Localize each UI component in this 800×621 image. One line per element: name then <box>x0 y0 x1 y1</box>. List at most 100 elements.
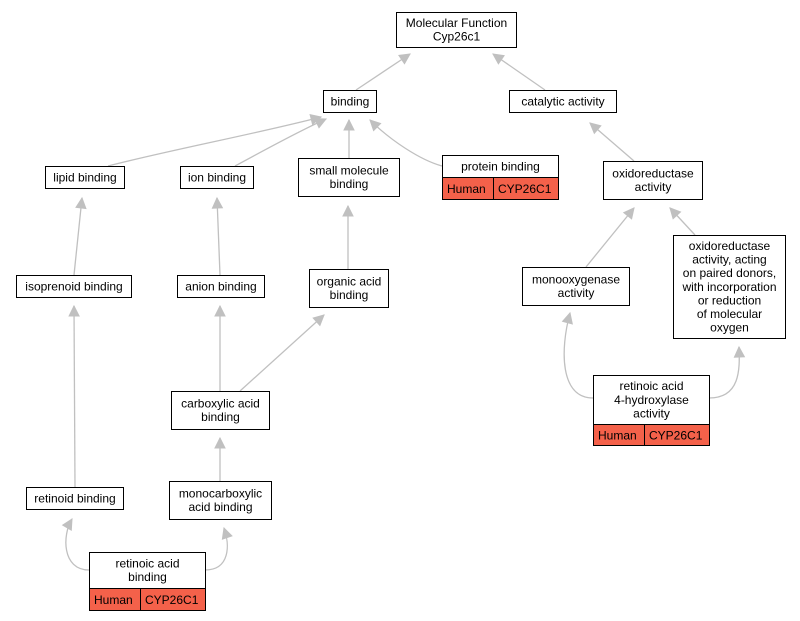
edge-lipid-to-binding <box>107 116 322 167</box>
term-label-line: or reduction <box>698 293 761 307</box>
term-box <box>673 235 786 339</box>
term-label-line: binding <box>330 177 369 191</box>
term-box <box>309 269 389 308</box>
species-label: Human <box>94 593 133 607</box>
term-label-line: activity, acting <box>692 253 766 267</box>
gene-cell <box>140 588 206 611</box>
term-label-line: with incorporation <box>681 280 776 294</box>
arrowhead-ra4h-to-oxpaired <box>733 345 746 358</box>
term-label-line: Molecular Function <box>406 16 507 30</box>
term-label-line: monocarboxylic <box>179 487 262 501</box>
arrowhead-oxido-to-catalytic <box>589 122 602 135</box>
term-label-line: oxidoreductase <box>612 167 694 181</box>
term-label-line: small molecule <box>309 164 389 178</box>
term-box <box>396 12 517 48</box>
gene-cell <box>644 424 710 446</box>
gene-label[interactable]: CYP26C1 <box>649 429 703 443</box>
term-box <box>603 161 703 200</box>
arrowhead-retinoid-to-isoprenoid <box>68 304 80 317</box>
term-label-line: binding <box>331 94 370 108</box>
term-box <box>16 275 132 298</box>
arrowhead-carbox-to-anion <box>214 304 226 317</box>
arrowhead-binding-to-mf <box>398 53 411 65</box>
term-label-line: ion binding <box>188 170 246 184</box>
arrowhead-monocarb-to-carbox <box>214 436 226 449</box>
term-label-line: monooxygenase <box>532 273 620 287</box>
edge-anion-to-ion <box>216 197 221 276</box>
gene-cell <box>493 177 559 200</box>
term-label-line: oxygen <box>710 321 749 335</box>
term-label-line: retinoid binding <box>34 491 115 505</box>
term-box <box>180 166 254 189</box>
arrowhead-oxpaired-to-oxido <box>669 207 682 220</box>
term-label-line: oxidoreductase <box>689 239 771 253</box>
edge-catalytic-to-mf <box>492 53 546 91</box>
term-label-line: activity <box>633 406 670 420</box>
term-label-line: binding <box>128 570 167 584</box>
go-term-catalytic[interactable]: catalytic activity <box>509 90 617 113</box>
annotation-row: Human CYP26C1 <box>593 424 710 446</box>
arrowhead-rab-to-retinoid <box>61 518 73 532</box>
arrowhead-protein-to-binding <box>369 119 382 132</box>
edge-retinoid-to-isoprenoid <box>73 305 76 488</box>
edge-monoox-to-oxido <box>585 207 635 268</box>
term-label-line: acid binding <box>188 500 252 514</box>
term-label-line: activity <box>635 180 672 194</box>
gene-label[interactable]: CYP26C1 <box>498 182 552 196</box>
term-label-line: retinoic acid <box>619 379 683 393</box>
go-term-retinoid[interactable]: retinoid binding <box>26 487 124 510</box>
edges-layer <box>61 53 746 571</box>
species-label: Human <box>598 429 637 443</box>
go-term-lipid[interactable]: lipid binding <box>45 166 125 189</box>
go-term-binding[interactable]: binding <box>323 90 377 113</box>
annotation-row: Human CYP26C1 <box>89 588 206 611</box>
term-label-line: on paired donors, <box>683 266 776 280</box>
arrowhead-carbox-to-organic <box>312 314 325 327</box>
arrowhead-ion-to-binding <box>314 118 328 129</box>
edge-ion-to-binding <box>234 118 327 167</box>
term-label-line: isoprenoid binding <box>25 279 122 293</box>
arrowhead-rab-to-monocarb <box>221 526 233 540</box>
arrowhead-ra4h-to-monoox <box>561 311 573 325</box>
gene-label[interactable]: CYP26C1 <box>145 593 199 607</box>
term-label-line: lipid binding <box>53 170 116 184</box>
arrowhead-anion-to-ion <box>211 196 224 209</box>
term-box <box>26 487 124 510</box>
term-label-line: carboxylic acid <box>181 397 260 411</box>
term-label-line: of molecular <box>697 307 762 321</box>
term-box <box>593 375 710 425</box>
arrowhead-smallmol-to-binding <box>343 118 355 131</box>
edge-isoprenoid-to-lipid <box>73 197 83 276</box>
term-box <box>177 275 265 298</box>
term-box <box>509 90 617 113</box>
go-term-ion[interactable]: ion binding <box>180 166 254 189</box>
edge-ra4h-to-oxpaired <box>708 346 740 399</box>
edge-ra4h-to-monoox <box>563 312 594 399</box>
term-box <box>522 267 630 306</box>
go-term-anion[interactable]: anion binding <box>177 275 265 298</box>
term-label-line: binding <box>330 288 369 302</box>
arrowhead-organic-to-smallmol <box>342 204 354 217</box>
arrowhead-monoox-to-oxido <box>622 207 635 220</box>
term-box <box>298 158 400 197</box>
term-box <box>89 552 206 589</box>
term-label-line: retinoic acid <box>115 557 179 571</box>
term-label-line: organic acid <box>317 275 382 289</box>
go-term-isoprenoid[interactable]: isoprenoid binding <box>16 275 132 298</box>
term-label-line: protein binding <box>461 159 540 173</box>
arrowhead-catalytic-to-mf <box>492 53 505 65</box>
